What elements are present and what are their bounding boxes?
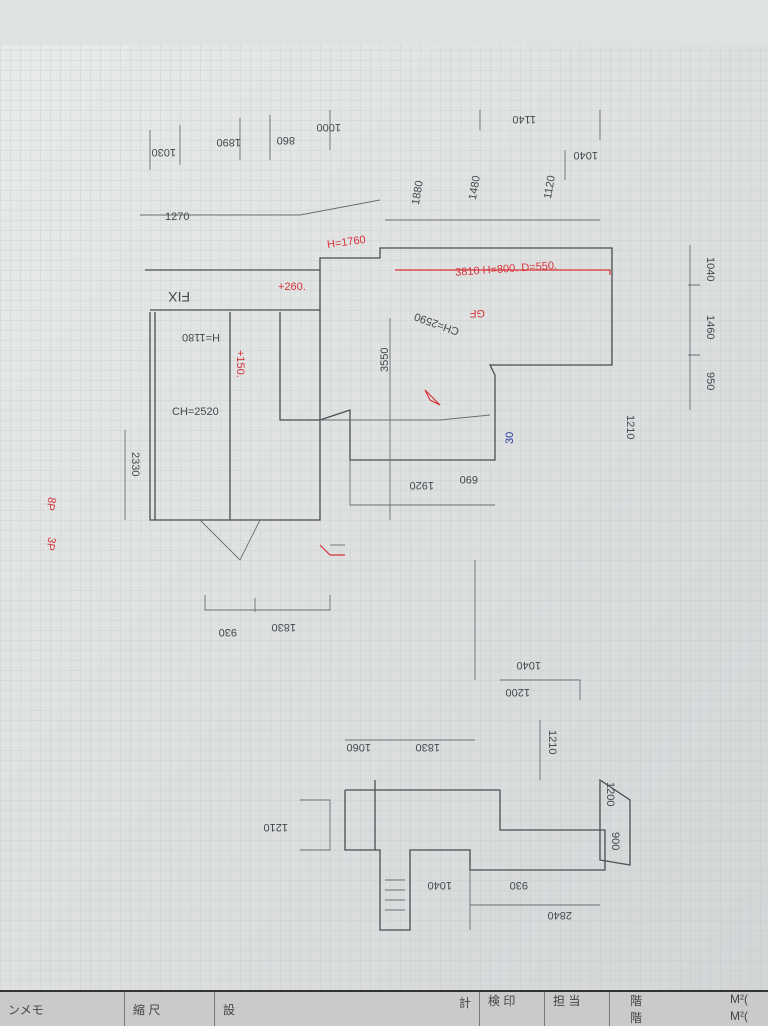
dimension-label: 1480 <box>467 175 483 201</box>
dimension-label: GF <box>469 307 485 319</box>
dimension-label: 1060 <box>347 741 371 753</box>
inspect-label: 検 印 <box>488 994 516 1008</box>
area-label-2: M²( <box>730 1009 748 1023</box>
dimension-label: 860 <box>277 134 295 146</box>
charge-cell: 担 当 <box>545 992 610 1026</box>
pencil-dimensions: 1030 1890 860 1000 1140 1040 1480 1880 1… <box>129 113 716 921</box>
scale-cell: 縮 尺 <box>125 992 215 1026</box>
dimension-label: 1030 <box>152 146 176 158</box>
dimension-label: 1210 <box>546 730 558 754</box>
dimension-label: 1040 <box>517 659 541 671</box>
lower-floor-plan <box>300 679 631 931</box>
dimension-label: 1270 <box>165 211 189 223</box>
floor-plan-sketch: 1030 1890 860 1000 1140 1040 1480 1880 1… <box>0 0 768 990</box>
design-label: 設 <box>223 1002 236 1017</box>
dimension-label: 1000 <box>317 121 341 133</box>
dimension-label: 1920 <box>410 479 434 491</box>
dimension-label: FIX <box>168 289 190 305</box>
dimension-label: 900 <box>609 832 621 850</box>
dimension-label: 1880 <box>410 180 426 206</box>
dimension-label: 690 <box>460 473 478 485</box>
dimension-label: 1200 <box>506 686 530 698</box>
grid <box>0 40 768 990</box>
dimension-label: 1040 <box>428 879 452 891</box>
dimension-label: +150. <box>234 350 246 378</box>
plan-label: 計 <box>458 995 471 1010</box>
main-floor-plan <box>124 110 700 680</box>
dimension-label: 1120 <box>542 174 558 199</box>
design-cell: 設 計 <box>215 992 480 1026</box>
dimension-label: 950 <box>704 372 716 390</box>
dimension-label: H=1180 <box>182 331 220 343</box>
floor-label-2: 階 <box>630 1011 643 1025</box>
dimension-label: CH=2520 <box>172 406 219 418</box>
inspect-cell: 検 印 <box>480 992 545 1026</box>
dimension-label: 1210 <box>624 415 636 439</box>
dimension-label: 1040 <box>704 257 716 281</box>
area-cell: 階 M²( 階 M²( <box>610 992 768 1026</box>
charge-label: 担 当 <box>553 994 581 1008</box>
dimension-label: 1460 <box>704 315 716 339</box>
dimension-label: 1200 <box>604 782 616 806</box>
dimension-label: 1890 <box>217 136 241 148</box>
title-block: ンメモ 縮 尺 設 計 検 印 担 当 階 M²( 階 M²( <box>0 990 768 1026</box>
dimension-label: 1830 <box>416 741 440 753</box>
dimension-label: 1040 <box>574 149 598 161</box>
dimension-label: 930 <box>510 879 528 891</box>
dimension-label: 1210 <box>264 821 288 833</box>
dimension-label: 1140 <box>512 113 536 125</box>
dimension-label: H=1760 <box>326 234 366 251</box>
area-label-1: M²( <box>730 992 748 1006</box>
dimension-label: 3P <box>43 536 57 551</box>
dimension-label: 8P <box>43 496 57 511</box>
scale-label: 縮 尺 <box>133 1002 161 1017</box>
dimension-label: +260. <box>278 281 306 293</box>
dimension-label: 30 <box>504 432 516 444</box>
dimension-label: 1830 <box>272 621 296 633</box>
floor-label-1: 階 <box>630 994 643 1008</box>
memo-label: ンメモ <box>8 1002 44 1017</box>
dimension-label: 930 <box>219 626 237 638</box>
dimension-label: 3550 <box>379 348 391 372</box>
dimension-label: 2840 <box>548 909 572 921</box>
memo-cell: ンメモ <box>0 992 125 1026</box>
dimension-label: 2330 <box>129 452 141 476</box>
